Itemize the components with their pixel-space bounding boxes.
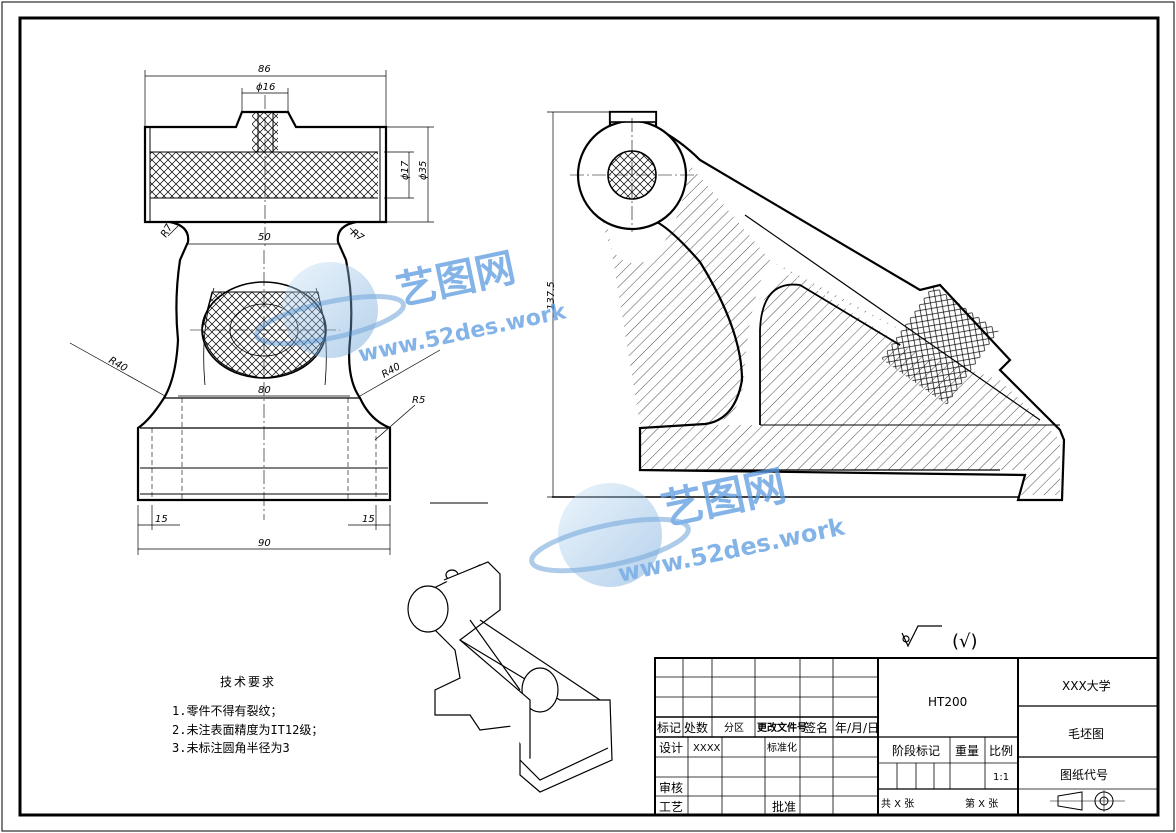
watermark-2: 艺图网 www.52des.work [529,461,848,588]
side-view [552,110,1066,502]
top-cylinder-outline [143,110,388,224]
watermark-brand-2: 艺图网 [657,461,790,535]
dim-boss-dia: ϕ16 [256,82,275,93]
tb-date: 年/月/日 [835,721,879,735]
dim-foot-left: 15 [155,514,168,525]
tb-signature: 签名 [804,720,828,735]
tb-mark: 标记 [657,721,681,735]
top-cylinder-hatch [150,152,378,198]
tech-requirement-3: 3.未标注圆角半径为3 [172,740,290,755]
surface-finish-symbol [901,625,942,648]
tb-change-doc: 更改文件号 [757,721,807,734]
watermark-logo-2 [558,483,662,587]
tb-approve: 批准 [772,799,796,814]
dim-radius-left-small: R7 [159,222,176,240]
title-block [654,657,1159,816]
dim-foot-right: 15 [362,514,375,525]
isometric-view [407,561,613,793]
tech-requirement-2: 2.未注表面精度为IT12级； [172,722,323,737]
tb-stage-mark: 阶段标记 [892,743,940,758]
dim-inner-width: 80 [258,385,271,396]
tb-scale-label: 比例 [989,744,1013,758]
tb-drawing-code-label: 图纸代号 [1060,768,1108,782]
dim-radius-right-small: R7 [348,227,366,244]
dim-radius-foot: R5 [412,395,425,406]
tb-drawing-name: 毛坯图 [1068,727,1104,741]
tb-weight: 重量 [955,744,979,758]
tb-scale-value: 1:1 [993,772,1009,783]
tb-school: XXX大学 [1062,678,1111,693]
dim-outer-dia: ϕ35 [418,161,429,180]
projection-cone-icon [1057,791,1083,811]
tech-requirement-1: 1.零件不得有裂纹； [172,703,282,718]
dim-radius-left-large: R40 [107,355,130,374]
tb-zone: 分区 [724,722,744,734]
watermark-brand-1: 艺图网 [393,245,520,315]
tb-sheet-num: 第 X 张 [965,797,998,810]
title-block-text: 标记 处数 分区 更改文件号 签名 年/月/日 设计 XXXX 标准化 审核 工… [657,678,1111,814]
tb-standardize: 标准化 [767,741,797,754]
tb-designer: XXXX [693,743,721,754]
watermark-logo-1 [282,262,378,358]
side-body-outline [608,110,1066,502]
front-view-dimensions [69,70,441,555]
tb-count: 处数 [684,720,708,735]
dim-neck-width: 50 [258,232,271,243]
tb-material: HT200 [928,695,967,709]
tb-review: 审核 [659,780,683,795]
side-body-hatch [600,165,1060,495]
inner-frame [18,16,1160,817]
dim-side-height: 137.5 [546,281,557,310]
dim-width-top: 86 [258,64,271,75]
tech-requirements-title: 技术要求 [220,675,276,689]
tb-design: 设计 [659,741,683,755]
tb-total-sheets: 共 X 张 [881,798,914,810]
dim-bore-dia: ϕ17 [400,160,411,180]
surface-finish-text: (√) [952,631,978,652]
tech-requirements: 技术要求 1.零件不得有裂纹； 2.未注表面精度为IT12级； 3.未标注圆角半… [172,675,323,755]
watermark-url-1: www.52des.work [356,299,569,368]
dim-base-width: 90 [258,538,271,549]
tb-process: 工艺 [659,800,683,814]
front-view-dim-labels: 86 ϕ16 ϕ17 ϕ35 50 R7 R7 R40 R40 R5 80 15… [107,64,430,549]
